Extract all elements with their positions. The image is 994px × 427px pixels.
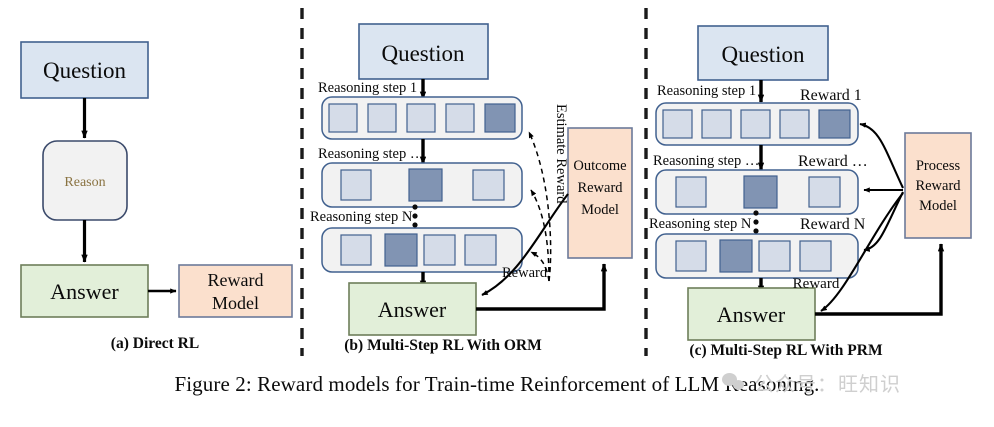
token-c-1-1	[662, 109, 693, 139]
token-c-3-2-highlight	[719, 239, 753, 273]
token-b-1-2	[367, 103, 397, 133]
token-b-3-3	[423, 234, 456, 266]
dashed-estimate-to-stepmid-b	[530, 189, 550, 282]
node-question-a	[20, 41, 149, 99]
label-step-n-b: Reasoning step N	[310, 209, 413, 225]
node-answer-a	[20, 264, 149, 318]
node-prm-c-line1: Process	[916, 158, 961, 174]
panel-a: Question Reason Answer Reward Model (a) …	[20, 41, 293, 352]
label-estimate-reward-b: Estimate Reward	[553, 104, 569, 204]
node-outcome-reward-model-b	[567, 127, 633, 259]
node-question-c-label: Question	[721, 42, 805, 67]
token-c-1-5-highlight	[818, 109, 851, 139]
node-question-c	[697, 25, 829, 81]
label-step-n-c: Reasoning step N	[649, 216, 752, 232]
node-orm-b-line2: Reward	[577, 180, 623, 196]
dashed-estimate-to-step1-b	[528, 131, 552, 282]
figure-caption: Figure 2: Reward models for Train-time R…	[174, 372, 820, 396]
node-answer-c	[687, 287, 816, 341]
arrow-prm-to-answer-c	[820, 192, 904, 312]
arrow-answer-to-orm-b	[476, 263, 608, 311]
token-c-1-3	[740, 109, 771, 139]
node-question-b-label: Question	[381, 41, 465, 66]
label-step-1-b: Reasoning step 1	[318, 80, 417, 96]
token-b-3-4	[464, 234, 497, 266]
token-b-3-2-highlight	[384, 233, 418, 267]
panel-a-title: (a) Direct RL	[111, 335, 199, 352]
arrow-prm-to-stepn-c	[863, 191, 904, 252]
token-c-1-2	[701, 109, 732, 139]
node-question-b	[358, 23, 489, 80]
label-reward-c: Reward	[793, 276, 840, 292]
node-reward-model-a-line1: Reward	[208, 270, 264, 290]
token-b-1-3	[406, 103, 436, 133]
token-c-3-1	[675, 240, 707, 272]
vertical-ellipsis-c	[753, 210, 759, 234]
arrow-prm-to-step1-c	[859, 122, 904, 189]
label-step-1-c: Reasoning step 1	[657, 83, 756, 99]
token-b-1-1	[328, 103, 358, 133]
panel-b-title: (b) Multi-Step RL With ORM	[344, 337, 542, 354]
token-c-2-2-highlight	[743, 175, 778, 209]
token-b-2-1	[340, 169, 372, 201]
token-b-2-3	[472, 169, 505, 201]
node-answer-b	[348, 282, 477, 336]
node-answer-c-label: Answer	[717, 302, 786, 327]
node-prm-c-line2: Reward	[915, 178, 961, 194]
label-reward-b: Reward	[502, 265, 548, 281]
node-answer-a-label: Answer	[50, 279, 119, 304]
arrow-answer-to-prm-c	[815, 243, 945, 316]
token-b-1-4	[445, 103, 475, 133]
token-c-1-4	[779, 109, 810, 139]
label-reward-mid-c: Reward …	[798, 153, 868, 170]
node-orm-b-line1: Outcome	[573, 158, 626, 174]
token-c-3-3	[758, 240, 791, 272]
token-b-3-1	[340, 234, 372, 266]
panel-b: Question Reasoning step 1 Reasoning step…	[310, 23, 633, 354]
vertical-ellipsis-b	[412, 204, 418, 228]
token-c-2-3	[808, 176, 841, 208]
panel-c-title: (c) Multi-Step RL With PRM	[689, 342, 883, 359]
label-step-mid-c: Reasoning step …	[653, 153, 759, 169]
token-c-3-4	[799, 240, 832, 272]
dashed-estimate-to-stepn-b	[530, 251, 550, 282]
node-reward-model-a-line2: Model	[212, 293, 259, 313]
node-reason-a-label: Reason	[64, 175, 105, 190]
node-process-reward-model-c	[904, 132, 972, 239]
label-reward-1-c: Reward 1	[800, 87, 862, 104]
token-c-2-1	[675, 176, 707, 208]
label-step-mid-b: Reasoning step …	[318, 146, 424, 162]
label-reward-n-c: Reward N	[800, 216, 866, 233]
node-prm-c-line3: Model	[919, 198, 957, 214]
panel-c: Question Reasoning step 1 Reward 1 Reaso…	[649, 25, 972, 359]
node-orm-b-line3: Model	[581, 202, 619, 218]
node-question-a-label: Question	[43, 58, 127, 83]
arrow-orm-to-answer-b	[481, 193, 569, 296]
token-b-1-5-highlight	[484, 103, 516, 133]
node-reward-model-a	[178, 264, 293, 318]
node-answer-b-label: Answer	[378, 297, 447, 322]
token-b-2-2-highlight	[408, 168, 443, 202]
